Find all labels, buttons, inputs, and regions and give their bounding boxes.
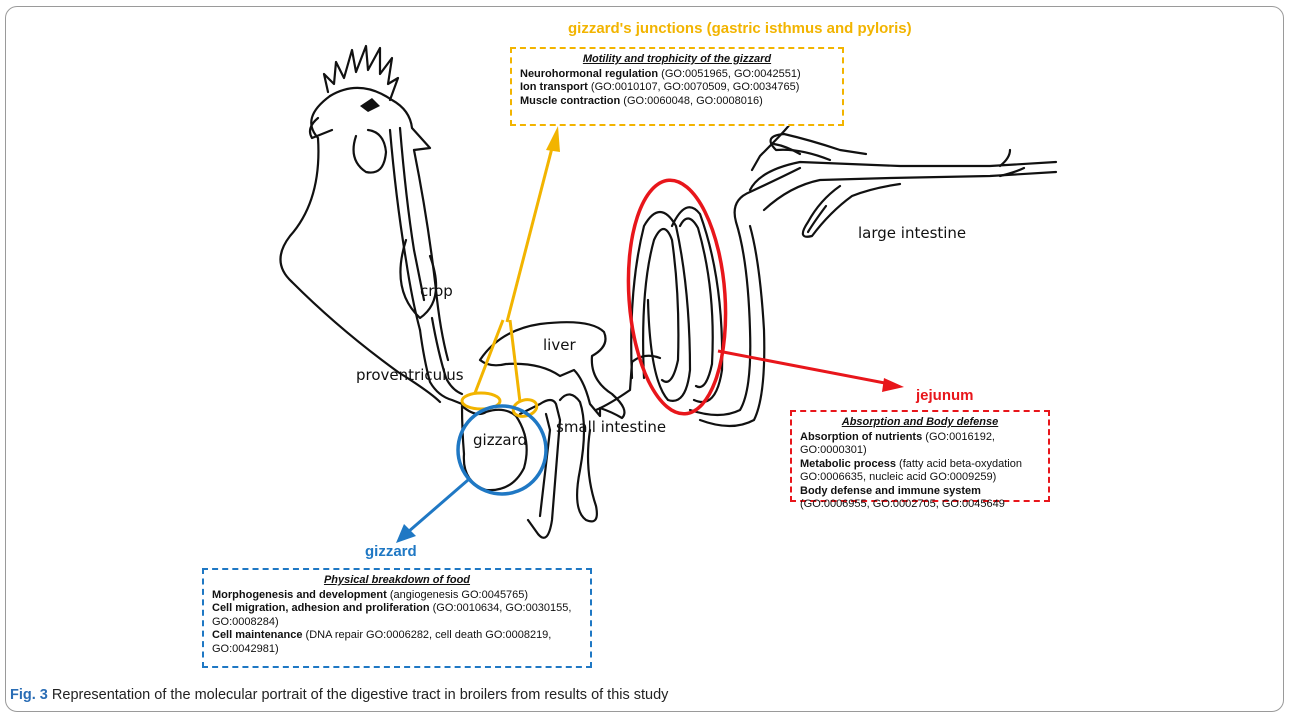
gizzard-row-cell-maintenance: Cell maintenance (DNA repair GO:0006282,… (212, 629, 582, 656)
junction-arrowhead (546, 126, 560, 152)
caption-text: Representation of the molecular portrait… (48, 687, 669, 703)
figure-number: Fig. 3 (10, 687, 48, 703)
jejunum-row-defense: Body defense and immune system (GO:00069… (800, 485, 1040, 512)
label-crop: crop (420, 282, 453, 300)
jejunum-coil-2-inner (680, 218, 713, 387)
wattle (354, 130, 386, 173)
junction-arrow-shaft (507, 148, 552, 322)
jejunum-go-box: Absorption and Body defense Absorption o… (790, 410, 1050, 502)
jejunum-row-absorption: Absorption of nutrients (GO:0016192, GO:… (800, 431, 1040, 458)
gizzard-circle (458, 406, 546, 494)
cloaca (1000, 150, 1024, 176)
junctions-row-ion-transport: Ion transport (GO:0010107, GO:0070509, G… (520, 81, 834, 95)
large-intestine-upper (750, 162, 1056, 190)
esophagus-right (400, 128, 424, 300)
label-gizzard: gizzard (473, 431, 527, 449)
beak (310, 118, 332, 138)
large-intestine-lower (764, 172, 1056, 210)
jejunum-title: jejunum (916, 387, 974, 404)
label-proventriculus: proventriculus (356, 366, 464, 384)
gizzard-row-morphogenesis: Morphogenesis and development (angiogene… (212, 589, 582, 603)
jejunum-coil-1 (631, 212, 690, 401)
junction-pointer-left (475, 320, 503, 393)
comb-outline (324, 46, 398, 100)
label-large-intestine: large intestine (858, 224, 966, 242)
jejunum-heading: Absorption and Body defense (800, 416, 1040, 430)
jejunum-arrow-shaft (718, 351, 890, 384)
junctions-go-box: Motility and trophicity of the gizzard N… (510, 47, 844, 126)
duodenum-loop (560, 394, 597, 521)
jejunum-arrowhead (882, 378, 904, 392)
gizzard-arrow-shaft (408, 480, 468, 532)
gizzard-row-cell-migration: Cell migration, adhesion and proliferati… (212, 602, 582, 629)
junctions-title: gizzard's junctions (gastric isthmus and… (568, 20, 912, 37)
jejunum-row-metabolic: Metabolic process (fatty acid beta-oxyda… (800, 458, 1040, 485)
back-neck (280, 96, 440, 402)
junction-pointer-right (510, 320, 520, 402)
eye (360, 98, 380, 112)
figure-caption: Fig. 3 Representation of the molecular p… (10, 687, 668, 703)
label-liver: liver (543, 336, 576, 354)
gizzard-go-box: Physical breakdown of food Morphogenesis… (202, 568, 592, 668)
junctions-row-neurohormonal: Neurohormonal regulation (GO:0051965, GO… (520, 68, 834, 82)
ileum-outline (690, 168, 800, 415)
gizzard-heading: Physical breakdown of food (212, 574, 582, 588)
junctions-heading: Motility and trophicity of the gizzard (520, 53, 834, 67)
junctions-row-muscle: Muscle contraction (GO:0060048, GO:00080… (520, 95, 834, 109)
gizzard-title: gizzard (365, 543, 417, 560)
head-outline (330, 88, 430, 150)
label-small-intestine: small intestine (556, 418, 666, 436)
